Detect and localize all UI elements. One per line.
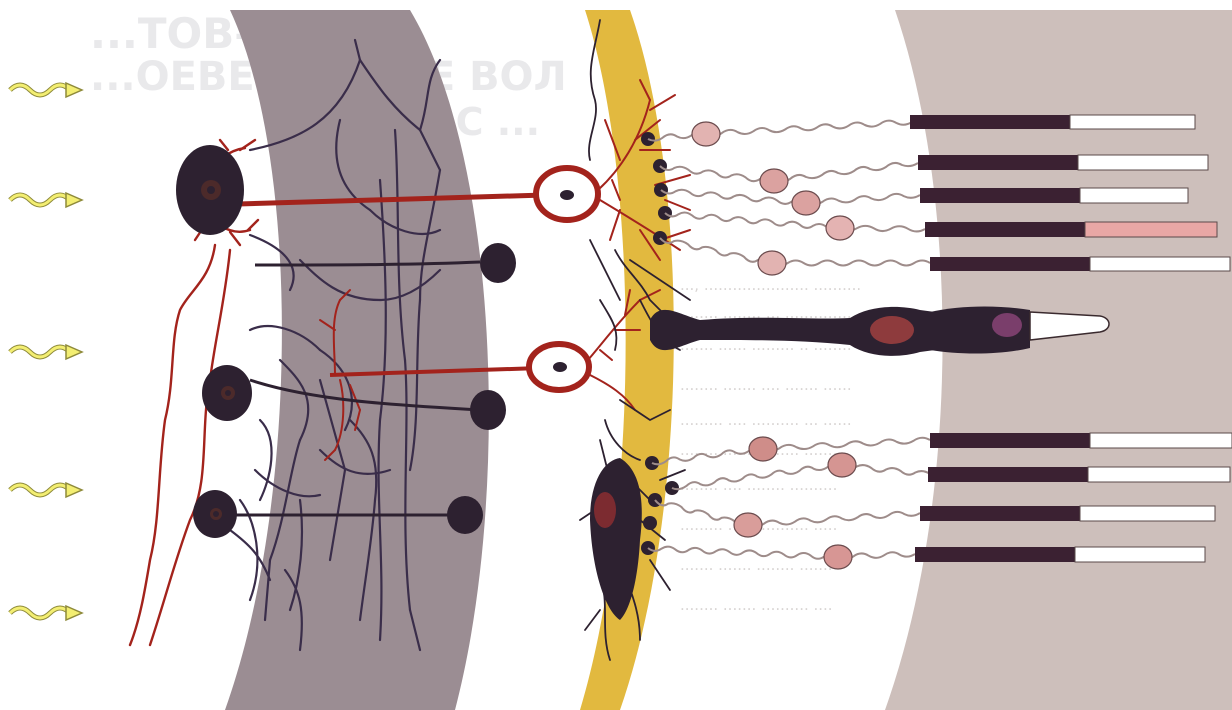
light-arrows — [10, 83, 82, 620]
rod-inner-segment — [920, 188, 1080, 203]
rod-outer-segment — [1080, 506, 1215, 521]
horizontal-cell-nucleus — [594, 492, 616, 528]
rod-outer-segment — [1085, 222, 1217, 237]
ganglion-cell-large — [176, 145, 244, 235]
watermark-line-1: ...ТОВ– — [90, 9, 255, 58]
rod-outer-segment — [1090, 433, 1232, 448]
rod-inner-segment — [930, 433, 1090, 448]
light-arrow — [10, 193, 82, 207]
rod-inner-segment — [930, 257, 1090, 271]
light-arrow — [10, 345, 82, 359]
light-arrow — [10, 606, 82, 620]
fiber-segment — [772, 261, 930, 266]
faint-line-10: ........ ....... .......... .... — [680, 596, 833, 614]
rod-outer-segment — [1078, 155, 1208, 170]
fiber-segment — [660, 238, 772, 263]
photoreceptor-nucleus — [734, 513, 762, 537]
rod-outer-segment — [1075, 547, 1205, 562]
rod-inner-segment — [925, 222, 1085, 237]
fiber-segment — [706, 121, 912, 136]
rod-inner-segment — [928, 467, 1088, 482]
red-axon-fibers — [130, 245, 230, 645]
bipolar-long-nucleus — [870, 316, 914, 344]
faint-line-1: ..., ...................... .......... — [680, 276, 861, 294]
faint-line-9: ....... ....... ........ ....... — [680, 556, 833, 574]
rod-outer-segment — [1088, 467, 1230, 482]
rod-outer-segment — [1080, 188, 1188, 203]
photoreceptor-nucleus — [749, 437, 777, 461]
rod-outer-segment — [1090, 257, 1230, 271]
amacrine-cell-3 — [447, 496, 483, 534]
ganglion-cell-layer — [225, 10, 489, 710]
bipolar-cell-upper — [536, 168, 598, 220]
synaptic-terminal — [643, 516, 657, 530]
amacrine-cell-2 — [470, 390, 506, 430]
faint-line-4: ........ ....... .... ....... ...... — [680, 376, 852, 394]
rod-inner-segment — [915, 547, 1075, 562]
fiber-segment — [806, 194, 920, 205]
photoreceptor-nucleus — [692, 122, 720, 146]
light-arrow — [10, 483, 82, 497]
cone-nucleus — [992, 313, 1022, 337]
photoreceptor-nucleus — [760, 169, 788, 193]
rod-inner-segment — [920, 506, 1080, 521]
photoreceptor-nucleus — [826, 216, 854, 240]
rod-outer-segment — [1070, 115, 1195, 129]
bipolar-cell-lower — [529, 344, 589, 390]
amacrine-cell-1 — [480, 243, 516, 283]
rod-inner-segment — [910, 115, 1070, 129]
ganglion-cell-3 — [193, 490, 237, 538]
rod-inner-segment — [918, 155, 1078, 170]
photoreceptor-nucleus — [792, 191, 820, 215]
light-arrow — [10, 83, 82, 97]
photoreceptor-nucleus — [824, 545, 852, 569]
photoreceptor-nucleus — [758, 251, 786, 275]
photoreceptor-nucleus — [828, 453, 856, 477]
fiber-segment — [661, 190, 806, 204]
fiber-segment — [665, 212, 840, 230]
fiber-segment — [774, 163, 918, 182]
faint-line-5: ......... .... .......... ... ...... — [680, 411, 852, 429]
ganglion-cell-2 — [202, 365, 252, 421]
